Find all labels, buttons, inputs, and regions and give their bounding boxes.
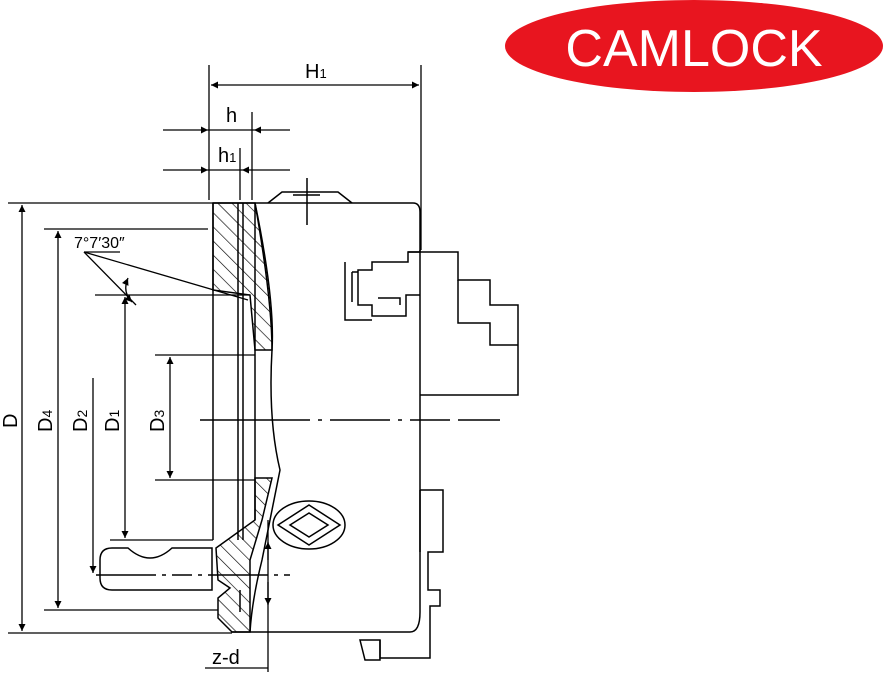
label-H1: H1 [305, 61, 327, 83]
break-line [249, 202, 281, 633]
badge-text: CAMLOCK [565, 20, 822, 78]
cam-stud [99, 547, 213, 591]
jaw-left-part [357, 250, 421, 317]
angle-arc [122, 277, 133, 303]
jaw-inner-steps [457, 280, 518, 346]
lower-jaw-steps [379, 489, 444, 659]
label-D4: D4 [35, 410, 57, 432]
label-h1: h1 [218, 145, 236, 167]
chuck-body [96, 178, 519, 661]
label-angle: 7°7′30″ [74, 235, 125, 252]
jaw-pin [378, 297, 401, 305]
jaw-right-steps [408, 251, 519, 396]
label-h: h [226, 105, 237, 127]
angle-line [83, 251, 249, 301]
dimension-labels: H1 h h1 7°7′30″ D D4 D2 D1 D3 z-d [0, 61, 327, 669]
label-D: D [0, 414, 22, 428]
camlock-badge: CAMLOCK [505, 0, 883, 92]
label-D3: D3 [147, 410, 169, 432]
camlock-diamond-inner [288, 512, 330, 538]
camlock-oval [272, 500, 346, 550]
body-outline [213, 202, 421, 633]
dimensions [8, 65, 422, 672]
top-boss [267, 191, 353, 204]
label-zd: z-d [212, 647, 240, 669]
badge-ellipse [505, 0, 883, 92]
lower-screw [359, 639, 381, 661]
label-D1: D1 [102, 410, 124, 432]
jaw-slot [351, 271, 358, 302]
hatch-lower [215, 477, 273, 633]
camlock-diamond-outer [276, 504, 342, 546]
label-D2: D2 [70, 410, 92, 432]
jaw-outer [344, 262, 372, 321]
